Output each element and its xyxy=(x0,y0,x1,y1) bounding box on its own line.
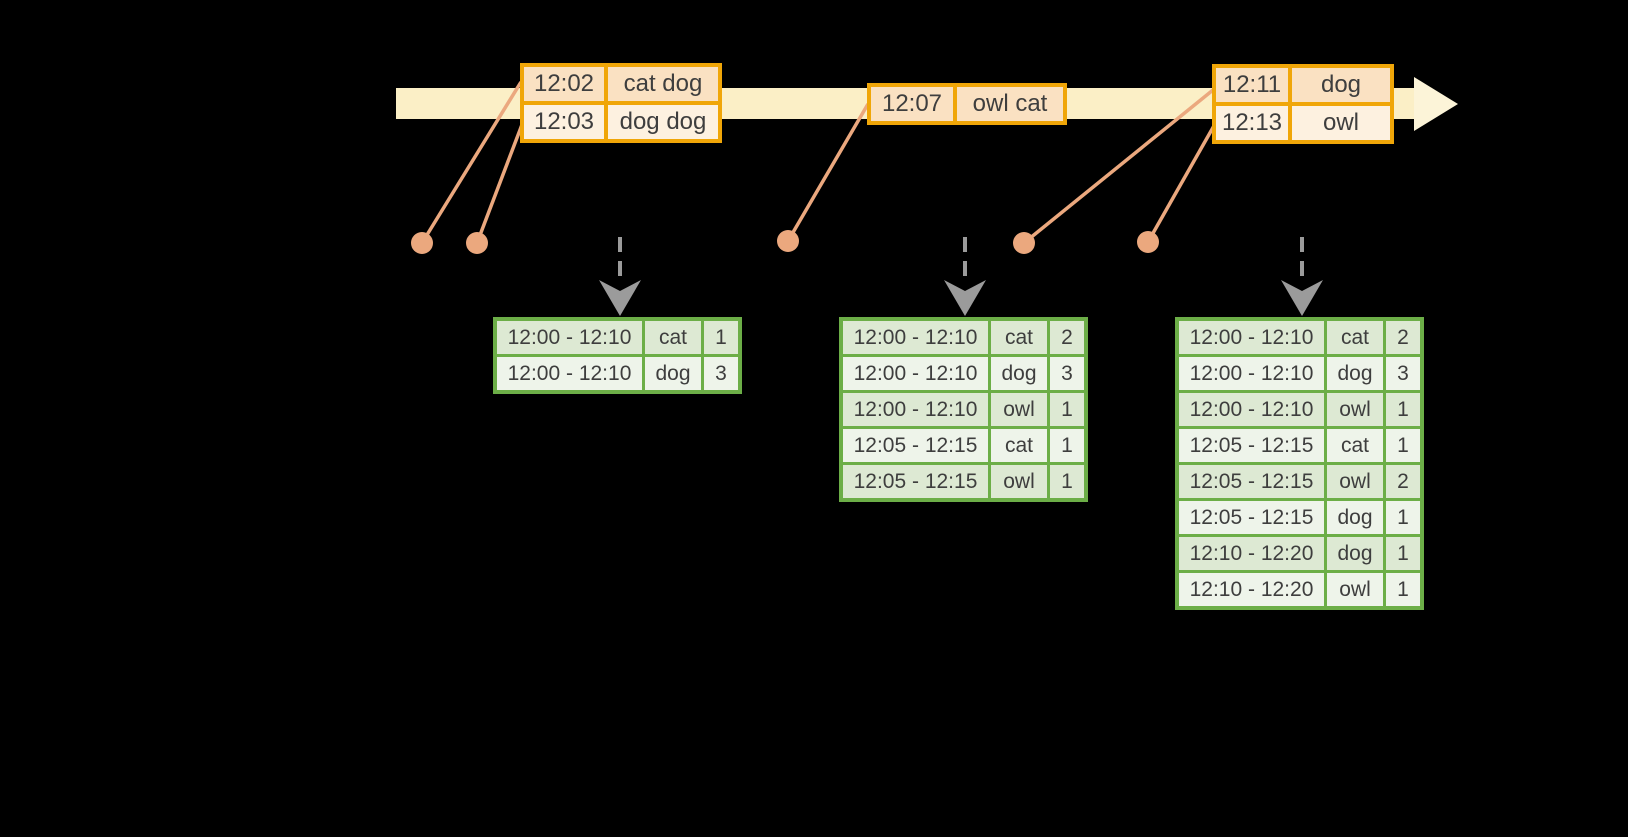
event-connector-line xyxy=(420,81,523,244)
window-cell: 12:00 - 12:10 xyxy=(1179,393,1324,426)
down-arrow-icon xyxy=(1281,280,1323,316)
count-cell: 1 xyxy=(1386,537,1420,570)
word-cell: owl xyxy=(1327,393,1383,426)
word-cell: owl xyxy=(1327,465,1383,498)
count-cell: 1 xyxy=(1050,393,1084,426)
word-cell: owl xyxy=(991,393,1047,426)
event-connector-line xyxy=(786,103,870,242)
window-cell: 12:05 - 12:15 xyxy=(1179,429,1324,462)
event-connector-line xyxy=(1022,88,1215,245)
count-cell: 1 xyxy=(1386,393,1420,426)
window-cell: 12:00 - 12:10 xyxy=(843,357,988,390)
window-cell: 12:00 - 12:10 xyxy=(1179,321,1324,354)
event-time-cell: 12:11 xyxy=(1216,68,1288,102)
window-cell: 12:10 - 12:20 xyxy=(1179,573,1324,606)
word-cell: dog xyxy=(645,357,701,390)
word-cell: dog xyxy=(1327,357,1383,390)
event-dot-icon xyxy=(777,230,799,252)
event-words-cell: cat dog xyxy=(608,67,718,101)
window-cell: 12:00 - 12:10 xyxy=(497,357,642,390)
event-words-cell: owl cat xyxy=(957,87,1063,121)
count-cell: 1 xyxy=(1386,573,1420,606)
event-connector-line xyxy=(1146,123,1217,243)
event-words-cell: dog dog xyxy=(608,105,718,139)
timeline-arrowhead-icon xyxy=(1414,77,1458,131)
count-cell: 3 xyxy=(1386,357,1420,390)
word-cell: dog xyxy=(991,357,1047,390)
count-cell: 1 xyxy=(1386,501,1420,534)
event-connector-line xyxy=(475,121,525,244)
window-cell: 12:00 - 12:10 xyxy=(843,393,988,426)
word-cell: cat xyxy=(991,321,1047,354)
count-cell: 1 xyxy=(704,321,738,354)
window-cell: 12:10 - 12:20 xyxy=(1179,537,1324,570)
word-cell: cat xyxy=(1327,321,1383,354)
event-dot-icon xyxy=(411,232,433,254)
word-cell: dog xyxy=(1327,501,1383,534)
count-cell: 2 xyxy=(1386,321,1420,354)
event-dot-icon xyxy=(1013,232,1035,254)
count-cell: 1 xyxy=(1050,429,1084,462)
word-cell: owl xyxy=(1327,573,1383,606)
word-cell: owl xyxy=(991,465,1047,498)
window-cell: 12:05 - 12:15 xyxy=(1179,465,1324,498)
count-cell: 3 xyxy=(1050,357,1084,390)
down-arrow-icon xyxy=(599,280,641,316)
window-cell: 12:05 - 12:15 xyxy=(843,429,988,462)
window-cell: 12:00 - 12:10 xyxy=(1179,357,1324,390)
event-time-cell: 12:13 xyxy=(1216,106,1288,140)
event-time-cell: 12:02 xyxy=(524,67,604,101)
window-cell: 12:00 - 12:10 xyxy=(843,321,988,354)
word-cell: cat xyxy=(991,429,1047,462)
event-dot-icon xyxy=(1137,231,1159,253)
count-cell: 3 xyxy=(704,357,738,390)
word-cell: dog xyxy=(1327,537,1383,570)
event-time-cell: 12:03 xyxy=(524,105,604,139)
event-dot-icon xyxy=(466,232,488,254)
event-words-cell: owl xyxy=(1292,106,1390,140)
event-words-cell: dog xyxy=(1292,68,1390,102)
word-cell: cat xyxy=(1327,429,1383,462)
count-cell: 2 xyxy=(1386,465,1420,498)
window-cell: 12:00 - 12:10 xyxy=(497,321,642,354)
count-cell: 1 xyxy=(1386,429,1420,462)
count-cell: 2 xyxy=(1050,321,1084,354)
count-cell: 1 xyxy=(1050,465,1084,498)
word-cell: cat xyxy=(645,321,701,354)
event-time-cell: 12:07 xyxy=(871,87,953,121)
down-arrow-icon xyxy=(944,280,986,316)
window-cell: 12:05 - 12:15 xyxy=(843,465,988,498)
window-cell: 12:05 - 12:15 xyxy=(1179,501,1324,534)
